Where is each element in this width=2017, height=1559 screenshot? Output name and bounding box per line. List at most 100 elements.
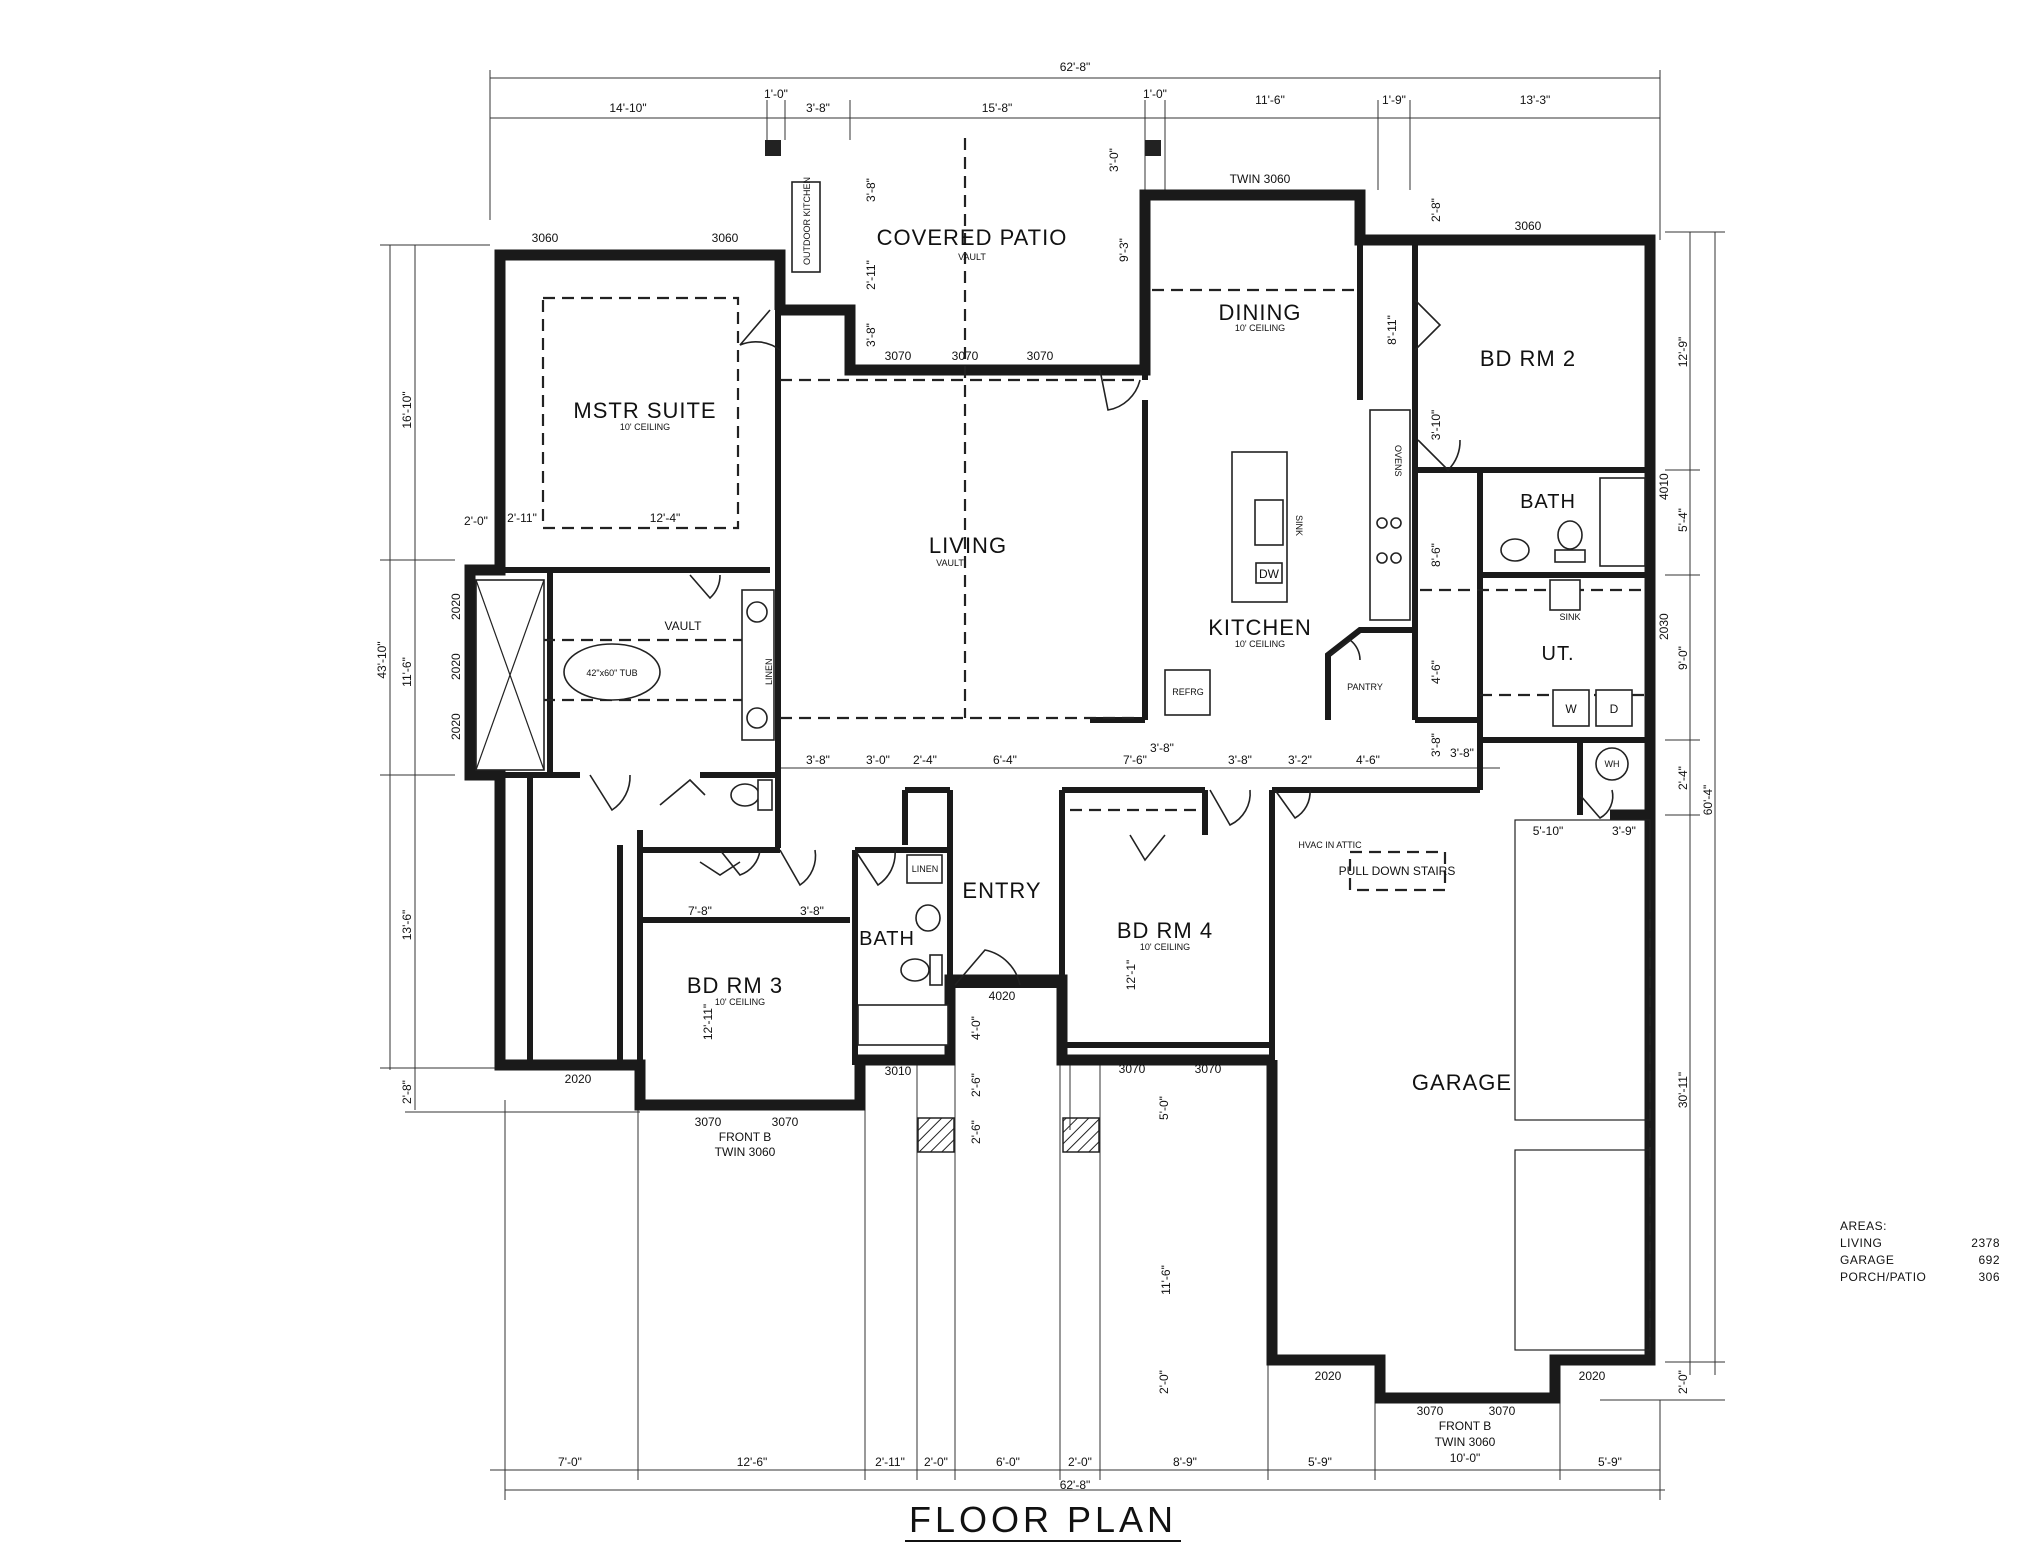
window-label: TWIN 3060 <box>715 1145 776 1159</box>
dimension-label: 1'-0" <box>1143 87 1167 101</box>
dimension-label: 5'-10" <box>1533 824 1564 838</box>
dimension-label: 9'-3" <box>1117 238 1131 262</box>
window-label: 2020 <box>449 713 463 740</box>
dimension-label: 12'-11" <box>701 1004 715 1040</box>
area-row-porch-patio: PORCH/PATIO 306 <box>1840 1269 2000 1286</box>
area-label: LIVING <box>1840 1236 1883 1250</box>
window-label: FRONT B <box>719 1130 771 1144</box>
ovens-label: OVENS <box>1393 445 1403 477</box>
dimension-label: 3'-0" <box>1107 148 1121 172</box>
dimension-label: 3'-10" <box>1429 410 1443 441</box>
window-label: 2020 <box>1579 1369 1606 1383</box>
window-label: 3070 <box>885 349 912 363</box>
dimension-label: 4'-6" <box>1356 753 1380 767</box>
sink-label: SINK <box>1294 515 1304 536</box>
dimension-label: 11'-6" <box>1159 1265 1173 1295</box>
window-label: 3070 <box>695 1115 722 1129</box>
dimension-label: 2'-8" <box>1429 198 1443 222</box>
linen-hall-label: LINEN <box>912 864 939 874</box>
dimension-label: 1'-0" <box>764 87 788 101</box>
area-label: GARAGE <box>1840 1253 1895 1267</box>
dimension-label: 2'-11" <box>507 511 537 525</box>
bedroom4-label: BD RM 4 <box>1117 918 1213 943</box>
dimension-label: 2'-0" <box>464 514 488 528</box>
window-label: 2020 <box>1315 1369 1342 1383</box>
area-label: PORCH/PATIO <box>1840 1270 1927 1284</box>
window-label: 3010 <box>885 1064 912 1078</box>
dryer-label: D <box>1610 702 1619 716</box>
dimension-label: 1'-9" <box>1382 93 1406 107</box>
dimension-label: 2'-4" <box>1676 766 1690 790</box>
dimension-label: 16'-10" <box>400 391 414 428</box>
dimension-label: 3'-2" <box>1288 753 1312 767</box>
window-label: 3070 <box>772 1115 799 1129</box>
dimension-label: 3'-0" <box>866 753 890 767</box>
master-bath-ceiling: VAULT <box>665 619 703 633</box>
window-label: 4020 <box>989 989 1016 1003</box>
dimension-label: 5'-4" <box>1676 508 1690 532</box>
room-labels: COVERED PATIO VAULT MSTR SUITE 10' CEILI… <box>573 225 1576 1095</box>
dimension-label: 43'-10" <box>375 641 389 678</box>
bedroom4-ceiling: 10' CEILING <box>1140 942 1190 952</box>
dimension-label: 3'-8" <box>806 101 830 115</box>
dimension-label: 2'-6" <box>969 1073 983 1097</box>
window-label: 3060 <box>532 231 559 245</box>
dimension-label: 8'-6" <box>1429 543 1443 567</box>
doors <box>589 299 1614 986</box>
dimension-label: 11'-6" <box>400 657 414 687</box>
window-label: 3070 <box>1417 1404 1444 1418</box>
dimension-label: 14'-10" <box>609 101 646 115</box>
dimension-label: 6'-0" <box>996 1455 1020 1469</box>
pull-down-label: PULL DOWN STAIRS <box>1339 864 1456 878</box>
dimension-label: 7'-6" <box>1123 753 1147 767</box>
dimension-label: 11'-6" <box>1255 93 1285 107</box>
window-labels: 3060 3060 3070 3070 3070 TWIN 3060 3060 … <box>449 172 1671 1449</box>
bath2-label: BATH <box>1520 491 1576 513</box>
window-label: TWIN 3060 <box>1230 172 1291 186</box>
linen-master-label: LINEN <box>764 658 774 685</box>
dimension-label: 13'-3" <box>1520 93 1551 107</box>
window-label: 3070 <box>1119 1062 1146 1076</box>
walls <box>464 140 1656 1404</box>
window-label: 3070 <box>1489 1404 1516 1418</box>
dw-label: DW <box>1259 567 1280 581</box>
dimension-label: 3'-8" <box>864 178 878 202</box>
dimension-label: 5'-9" <box>1308 1455 1332 1469</box>
dimension-label: 5'-9" <box>1598 1455 1622 1469</box>
hvac-label: HVAC IN ATTIC <box>1298 840 1362 850</box>
dimension-text: 62'-8" 14'-10" 1'-0" 3'-8" 15'-8" 1'-0" … <box>375 60 1715 1492</box>
area-row-garage: GARAGE 692 <box>1840 1252 2000 1269</box>
dimension-label: 4'-6" <box>1429 660 1443 684</box>
page-title: FLOOR PLAN <box>905 1500 1182 1542</box>
washer-label: W <box>1565 702 1577 716</box>
dimension-label: 30'-11" <box>1676 1072 1690 1108</box>
dimension-label: 7'-8" <box>688 904 712 918</box>
entry-label: ENTRY <box>962 878 1041 903</box>
dimension-label: 3'-8" <box>1228 753 1252 767</box>
area-value: 306 <box>1978 1270 2000 1284</box>
bedroom3-label: BD RM 3 <box>687 973 783 998</box>
window-label: 2030 <box>1657 613 1671 640</box>
living-ceiling: VAULT <box>936 558 964 568</box>
dimension-label: 3'-8" <box>1429 733 1443 757</box>
dimension-label: 60'-4" <box>1701 785 1715 816</box>
window-label: 2020 <box>449 653 463 680</box>
dimension-label: 9'-0" <box>1676 646 1690 670</box>
dining-ceiling: 10' CEILING <box>1235 323 1285 333</box>
dimension-label: 4'-0" <box>969 1016 983 1040</box>
bedroom3-ceiling: 10' CEILING <box>715 997 765 1007</box>
window-label: 2020 <box>565 1072 592 1086</box>
kitchen-label: KITCHEN <box>1208 615 1312 640</box>
area-value: 2378 <box>1971 1236 2000 1250</box>
dimension-label: 3'-8" <box>864 323 878 347</box>
dimension-label: 7'-0" <box>558 1455 582 1469</box>
window-label: 3060 <box>712 231 739 245</box>
fixture-labels: OUTDOOR KITCHEN 42"x60" TUB LINEN LINEN … <box>586 177 1619 878</box>
dimension-label: 5'-0" <box>1157 1096 1171 1120</box>
dimension-label: 2'-0" <box>1068 1455 1092 1469</box>
utility-sink-label: SINK <box>1559 612 1580 622</box>
dimension-label: 62'-8" <box>1060 60 1091 74</box>
utility-label: UT. <box>1542 643 1575 665</box>
outdoor-kitchen-label: OUTDOOR KITCHEN <box>802 177 812 265</box>
